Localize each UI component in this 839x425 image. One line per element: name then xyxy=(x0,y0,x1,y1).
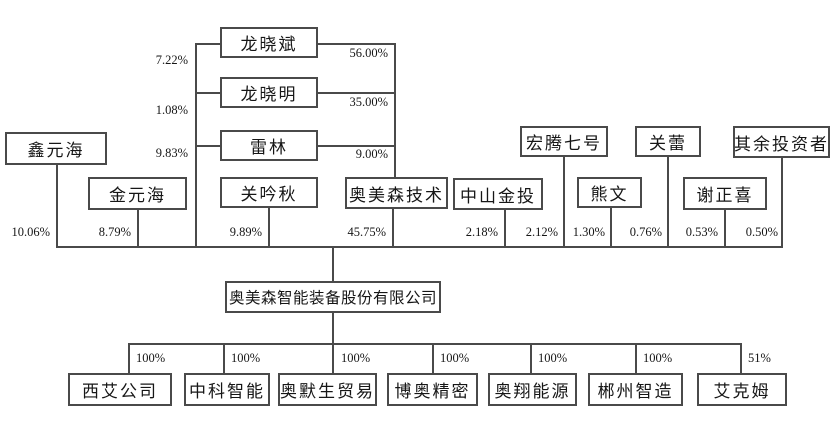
node-xie-zhengxi: 谢正喜 xyxy=(683,177,767,210)
connector-stub xyxy=(195,43,220,45)
stake-chenzhou-zhizao: 100% xyxy=(643,351,673,365)
connector-lower-bus xyxy=(128,343,741,345)
connector-stub xyxy=(318,43,395,45)
stake-long-xiaoming-company: 1.08% xyxy=(155,103,188,117)
node-other-investors: 其余投资者 xyxy=(733,126,830,158)
connector-drop xyxy=(610,208,612,246)
stake-other-investors: 0.50% xyxy=(745,225,778,239)
node-guan-lei: 关蕾 xyxy=(635,126,701,157)
stake-aoxiang-nengyuan: 100% xyxy=(538,351,568,365)
stake-xie-zhengxi: 0.53% xyxy=(685,225,718,239)
stake-lei-lin-tech: 9.00% xyxy=(355,147,388,161)
stake-aomosheng-trade: 100% xyxy=(341,351,371,365)
node-boao-jingmi: 博奥精密 xyxy=(387,373,478,406)
stake-zhongke-zhineng: 100% xyxy=(231,351,261,365)
connector-drop xyxy=(563,157,565,246)
connector-drop xyxy=(332,343,334,373)
connector-drop xyxy=(268,208,270,246)
node-long-xiaoming: 龙晓明 xyxy=(220,77,318,108)
stake-long-xiaoming-tech: 35.00% xyxy=(349,95,388,109)
stake-guan-lei: 0.76% xyxy=(629,225,662,239)
connector-company-in xyxy=(332,246,334,281)
connector-drop xyxy=(635,343,637,373)
node-xiong-wen: 熊文 xyxy=(577,177,642,208)
connector-drop xyxy=(432,343,434,373)
connector-left-trunk xyxy=(195,43,197,246)
connector-drop xyxy=(223,343,225,373)
stake-aomeisen-tech: 45.75% xyxy=(347,225,386,239)
node-xiai-company: 西艾公司 xyxy=(68,373,172,406)
connector-stub xyxy=(195,145,220,147)
stake-xiai-company: 100% xyxy=(136,351,166,365)
stake-xiong-wen: 1.30% xyxy=(572,225,605,239)
connector-drop xyxy=(56,165,58,246)
stake-long-xiaobin-company: 7.22% xyxy=(155,53,188,67)
node-aomosheng-trade: 奥默生贸易 xyxy=(278,373,377,406)
connector-stub xyxy=(318,92,395,94)
connector-stub xyxy=(318,145,395,147)
stake-guan-yin-qiu: 9.89% xyxy=(229,225,262,239)
node-aoxiang-nengyuan: 奥翔能源 xyxy=(488,373,577,406)
connector-drop xyxy=(667,157,669,246)
node-zhongshan-jintou: 中山金投 xyxy=(453,178,543,210)
stake-jin-yuan-hai: 8.79% xyxy=(98,225,131,239)
connector-drop xyxy=(504,210,506,246)
connector-drop xyxy=(724,210,726,246)
connector-tech-trunk xyxy=(394,43,396,177)
node-aikemu: 艾克姆 xyxy=(697,373,787,406)
node-guan-yin-qiu: 关吟秋 xyxy=(220,177,318,208)
stake-zhongshan-jintou: 2.18% xyxy=(465,225,498,239)
node-lei-lin: 雷林 xyxy=(220,130,318,161)
stake-hongteng-no7: 2.12% xyxy=(525,225,558,239)
stake-long-xiaobin-tech: 56.00% xyxy=(349,46,388,60)
connector-drop xyxy=(392,209,394,246)
connector-company-out xyxy=(332,313,334,343)
stake-xin-yuan-hai: 10.06% xyxy=(11,225,50,239)
node-main-company: 奥美森智能装备股份有限公司 xyxy=(225,281,441,313)
connector-stub xyxy=(195,92,220,94)
connector-drop xyxy=(128,343,130,373)
node-long-xiaobin: 龙晓斌 xyxy=(220,27,318,58)
connector-drop xyxy=(530,343,532,373)
node-hongteng-no7: 宏腾七号 xyxy=(520,126,608,157)
connector-drop xyxy=(740,343,742,373)
connector-upper-bus xyxy=(56,246,783,248)
stake-boao-jingmi: 100% xyxy=(440,351,470,365)
node-xin-yuan-hai: 鑫元海 xyxy=(5,132,107,165)
node-jin-yuan-hai: 金元海 xyxy=(88,177,187,210)
node-chenzhou-zhizao: 郴州智造 xyxy=(588,373,683,406)
node-zhongke-zhineng: 中科智能 xyxy=(184,373,270,406)
node-aomeisen-tech: 奥美森技术 xyxy=(345,177,448,209)
stake-lei-lin-company: 9.83% xyxy=(155,146,188,160)
connector-drop xyxy=(137,210,139,246)
stake-aikemu: 51% xyxy=(748,351,771,365)
connector-drop xyxy=(781,158,783,246)
